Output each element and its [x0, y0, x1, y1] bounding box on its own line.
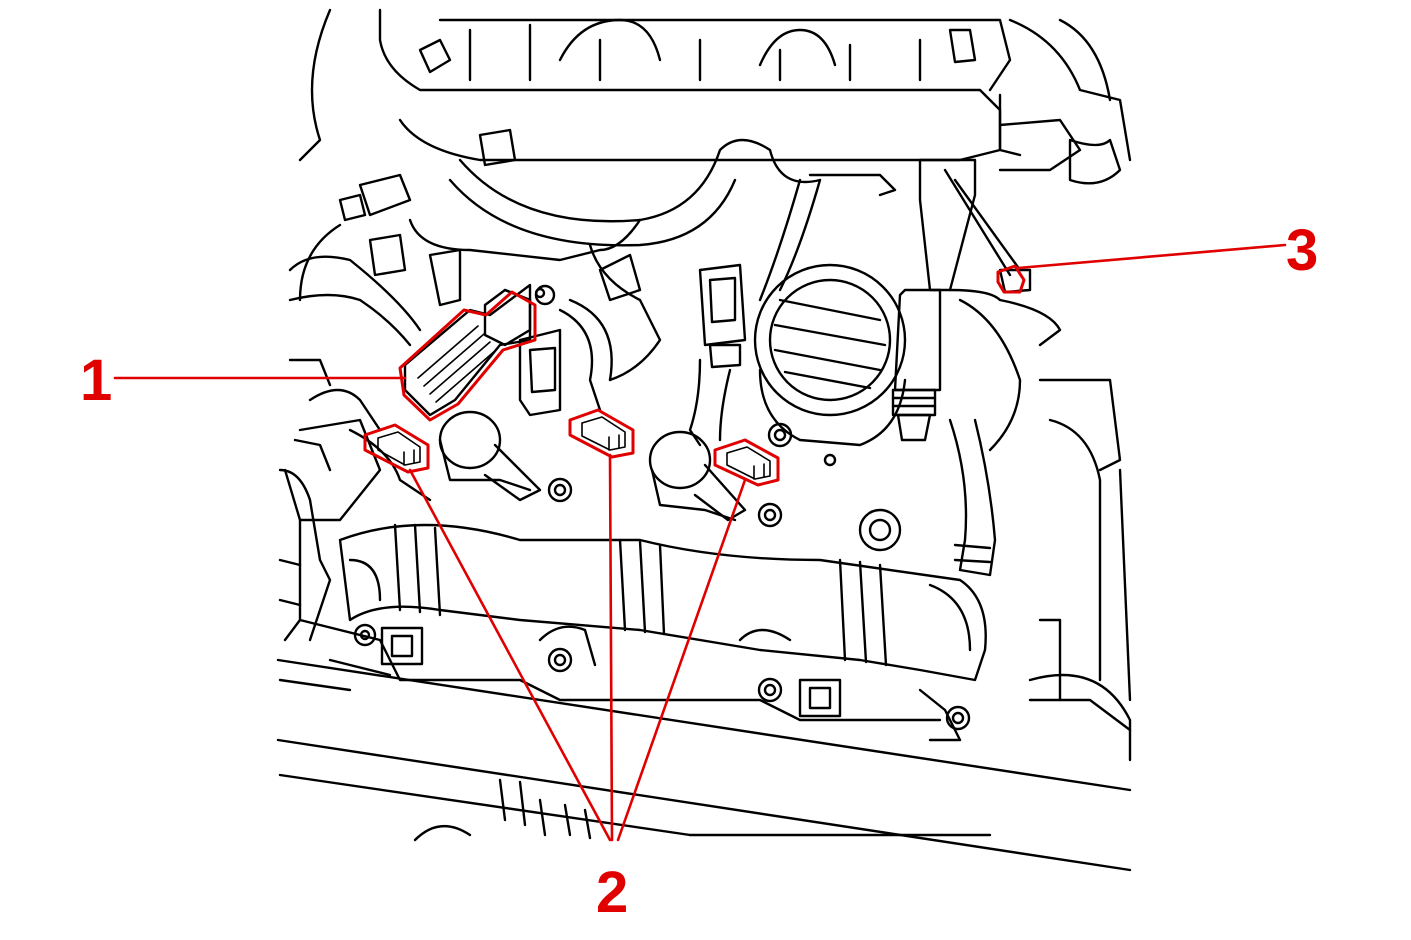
callout-2-leader-right — [616, 478, 747, 842]
mid-section-components — [518, 263, 837, 467]
callout-2-highlight-right — [713, 438, 780, 487]
callout-2-label: 2 — [596, 860, 629, 925]
callout-2-highlight-left — [363, 423, 430, 474]
bottom-frame-rails — [276, 658, 1132, 872]
sensor-assembly — [891, 158, 1062, 452]
lower-manifold-flange — [283, 418, 971, 742]
callout-leaders — [113, 243, 1287, 842]
callout-3-leader — [1016, 243, 1287, 270]
callout-3-label: 3 — [1286, 218, 1319, 283]
upper-intake-assembly — [298, 8, 1132, 185]
injector-bosses — [438, 410, 902, 552]
callout-2-leader-left — [408, 468, 612, 842]
connector-highlights — [363, 264, 1026, 487]
callout-2-leader-center — [608, 453, 614, 842]
throttle-body — [753, 173, 907, 447]
callout-1-highlight — [398, 290, 537, 422]
callout-2-highlight-center — [568, 408, 635, 459]
left-side-brackets — [278, 358, 432, 642]
wiring-harness — [288, 128, 822, 382]
connector-block — [403, 283, 532, 417]
callout-3-highlight — [996, 264, 1026, 294]
lower-intake-hose — [338, 523, 987, 682]
right-side-pipework — [948, 378, 1132, 762]
callout-1-label: 1 — [80, 348, 113, 413]
